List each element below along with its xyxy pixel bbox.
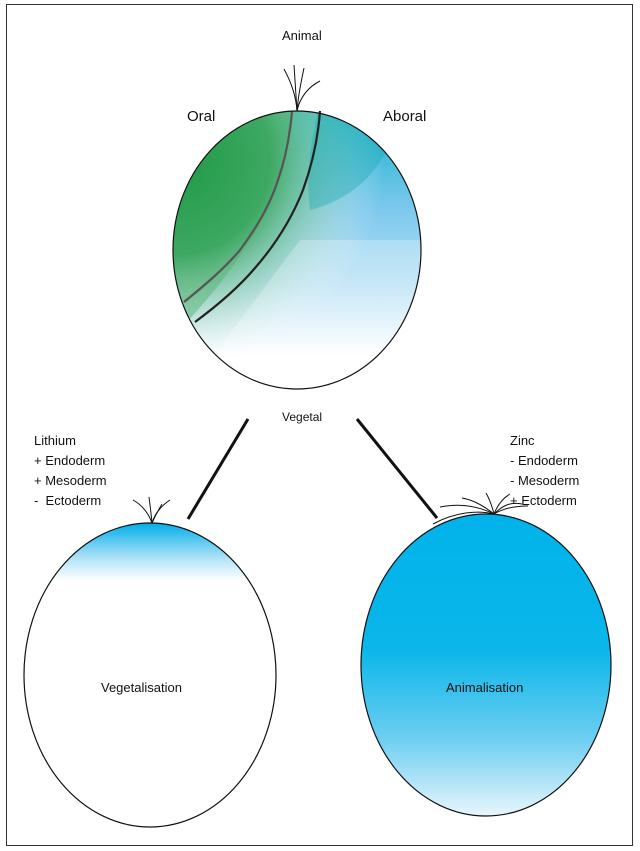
left-embryo — [23, 496, 277, 828]
outer-boundary-line — [194, 110, 322, 323]
left-branch-line — [186, 418, 250, 520]
animalisation-label: Animalisation — [446, 680, 524, 695]
lithium-agent-label: Lithium — [34, 433, 76, 448]
vegetal-label: Vegetal — [282, 410, 323, 424]
animal-label: Animal — [282, 28, 322, 43]
lithium-effect-mesoderm: + Mesoderm — [34, 473, 107, 488]
zinc-effects-list: Zinc - Endoderm - Mesoderm + Ectoderm — [510, 431, 579, 511]
right-branch-line — [355, 418, 439, 519]
lithium-effect-endoderm: + Endoderm — [34, 453, 106, 468]
zinc-effect-mesoderm: - Mesoderm — [510, 473, 580, 488]
top-embryo — [172, 64, 422, 390]
aboral-label: Aboral — [383, 108, 427, 125]
vegetalisation-label: Vegetalisation — [101, 680, 182, 695]
lithium-effect-ectoderm: - Ectoderm — [34, 493, 102, 508]
zinc-agent-label: Zinc — [510, 433, 535, 448]
animal-pole-tuft — [283, 64, 321, 112]
zinc-effect-endoderm: - Endoderm — [510, 453, 578, 468]
right-embryo-outline — [360, 513, 612, 817]
left-tuft — [132, 496, 171, 524]
right-embryo-body — [361, 514, 611, 816]
right-tuft — [432, 492, 529, 525]
inner-boundary-line — [183, 110, 294, 303]
zinc-effect-ectoderm: + Ectoderm — [510, 493, 577, 508]
oral-label: Oral — [187, 108, 216, 125]
left-embryo-outline — [23, 522, 277, 828]
left-embryo-body — [24, 523, 276, 827]
lithium-effects-list: Lithium + Endoderm + Mesoderm - Ectoderm — [34, 431, 107, 511]
right-embryo — [360, 492, 612, 817]
